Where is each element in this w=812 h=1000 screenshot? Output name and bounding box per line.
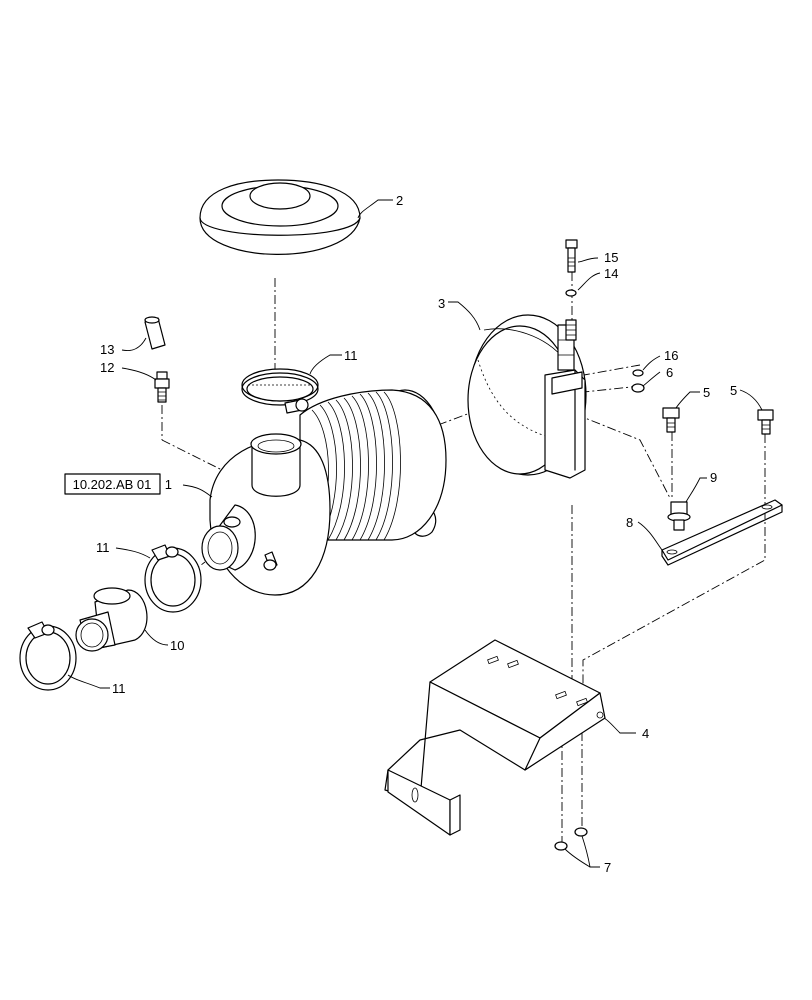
lock-nut-left	[554, 841, 568, 851]
callout-12: 12	[100, 360, 114, 375]
callout-10: 10	[170, 638, 184, 653]
hose-clamp-upper	[241, 368, 319, 414]
callout-4: 4	[642, 726, 649, 741]
lock-nut-right	[574, 827, 588, 837]
callout-6: 6	[666, 365, 673, 380]
lock-washer	[565, 289, 577, 297]
callout-16: 16	[664, 348, 678, 363]
flat-washer	[632, 369, 644, 377]
mounting-bracket	[384, 639, 606, 836]
callout-11c: 11	[112, 681, 126, 696]
hose-clamp-left	[19, 621, 77, 691]
hose-clamp-right	[144, 544, 202, 613]
assembly-centerlines	[161, 272, 766, 842]
rubber-elbow-hose	[75, 587, 148, 652]
callout-11b: 11	[96, 540, 110, 555]
callout-labels: 1 2 3 4 5 5 6 7 8 9 10 11 11 11 12 13 14…	[96, 193, 737, 875]
reference-text: 10.202.AB 01	[73, 477, 152, 492]
callout-3: 3	[438, 296, 445, 311]
callout-15: 15	[604, 250, 618, 265]
callout-14: 14	[604, 266, 618, 281]
callout-1: 1	[165, 477, 172, 492]
restriction-indicator-cap	[144, 316, 166, 350]
callout-7: 7	[604, 860, 611, 875]
canister-ribs	[311, 391, 401, 541]
strap-plate	[661, 499, 783, 566]
callout-8: 8	[626, 515, 633, 530]
cap-screw	[565, 239, 578, 273]
bolt-left	[662, 407, 680, 433]
air-cleaner-body	[201, 389, 447, 596]
callout-5b: 5	[730, 383, 737, 398]
callout-2: 2	[396, 193, 403, 208]
leader-lines	[67, 199, 763, 868]
callout-11a: 11	[344, 348, 358, 363]
callout-13: 13	[100, 342, 114, 357]
spring-sleeve	[565, 319, 577, 341]
fitting	[154, 371, 170, 403]
bolt-right	[757, 409, 774, 435]
air-filter-cap	[199, 179, 361, 255]
callout-5a: 5	[703, 385, 710, 400]
hex-nut	[631, 383, 645, 393]
callout-9: 9	[710, 470, 717, 485]
reference-link[interactable]: 10.202.AB 01	[64, 473, 161, 495]
flange-bolt	[667, 501, 691, 531]
